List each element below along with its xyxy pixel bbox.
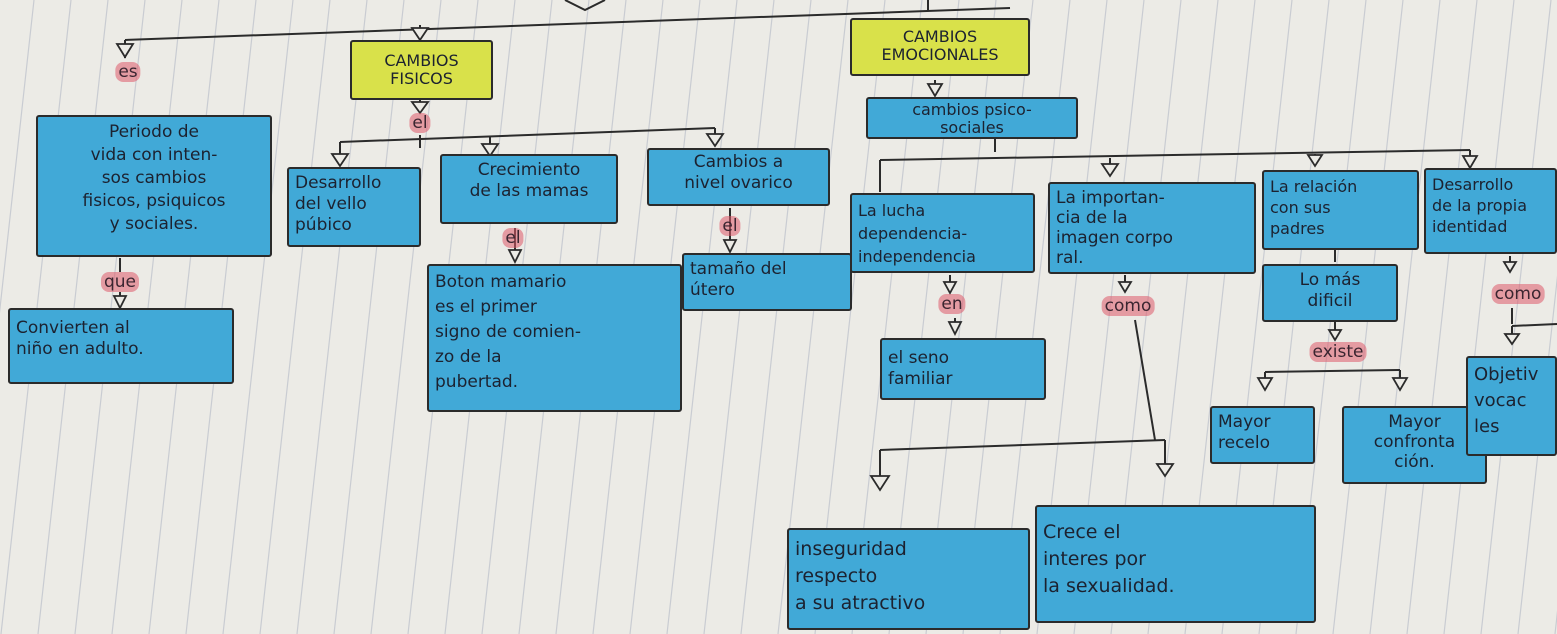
interes-sexualidad-node: Crece el interes por la sexualidad. (1035, 505, 1316, 623)
connector-como-identidad: como (1491, 284, 1545, 304)
utero-node: tamaño del útero (682, 253, 852, 311)
objetivos-vocacionales-node: Objetiv vocac les (1466, 356, 1557, 456)
connector-existe: existe (1309, 342, 1367, 362)
ovarico-node: Cambios a nivel ovarico (647, 148, 830, 206)
desarrollo-identidad-node: Desarrollo de la propia identidad (1424, 168, 1557, 254)
lucha-node: La lucha dependencia- independencia (850, 193, 1035, 273)
seno-familiar-node: el seno familiar (880, 338, 1046, 400)
relacion-padres-node: La relación con sus padres (1262, 170, 1419, 250)
connector-el-ovarico: el (719, 216, 741, 236)
paper-rule-line (370, 0, 442, 634)
connector-como-importancia: como (1101, 296, 1155, 316)
boton-node: Boton mamario es el primer signo de comi… (427, 264, 682, 412)
paper-rule-line (0, 0, 35, 314)
paper-rule-line (1517, 275, 1557, 634)
paper-rule-line (333, 0, 405, 634)
paper-rule-line (703, 0, 775, 634)
cambios-fisicos-header: CAMBIOS FISICOS (350, 40, 493, 100)
paper-rule-line (1406, 0, 1478, 634)
connector-que: que (100, 272, 140, 292)
importancia-node: La importan- cia de la imagen corpo ral. (1048, 182, 1256, 274)
periodo-node: Periodo de vida con inten- sos cambios f… (36, 115, 272, 257)
paper-rule-line (1443, 0, 1515, 634)
connector-en: en (938, 294, 966, 314)
mamas-node: Crecimiento de las mamas (440, 154, 618, 224)
cambios-psicosociales-node: cambios psico- sociales (866, 97, 1078, 139)
paper-rule-line (259, 0, 331, 634)
mas-dificil-node: Lo más dificil (1262, 264, 1398, 322)
connector-el-fisicos: el (409, 113, 431, 133)
mayor-recelo-node: Mayor recelo (1210, 406, 1315, 464)
cambios-emocionales-header: CAMBIOS EMOCIONALES (850, 18, 1030, 76)
inseguridad-node: inseguridad respecto a su atractivo (787, 528, 1030, 630)
mayor-confrontacion-node: Mayor confronta ción. (1342, 406, 1487, 484)
vello-node: Desarrollo del vello púbico (287, 167, 421, 247)
arrowheads (112, 27, 1521, 492)
connector-el-mamas: el (502, 228, 524, 248)
paper-rule-line (296, 0, 368, 634)
paper-rule-line (1480, 0, 1552, 634)
connector-es: es (115, 62, 141, 82)
paper-rule-line (666, 0, 738, 634)
convierten-node: Convierten al niño en adulto. (8, 308, 234, 384)
paper-rule-line (222, 0, 294, 634)
paper-rule-line (1369, 0, 1441, 634)
paper-rule-line (740, 0, 812, 634)
